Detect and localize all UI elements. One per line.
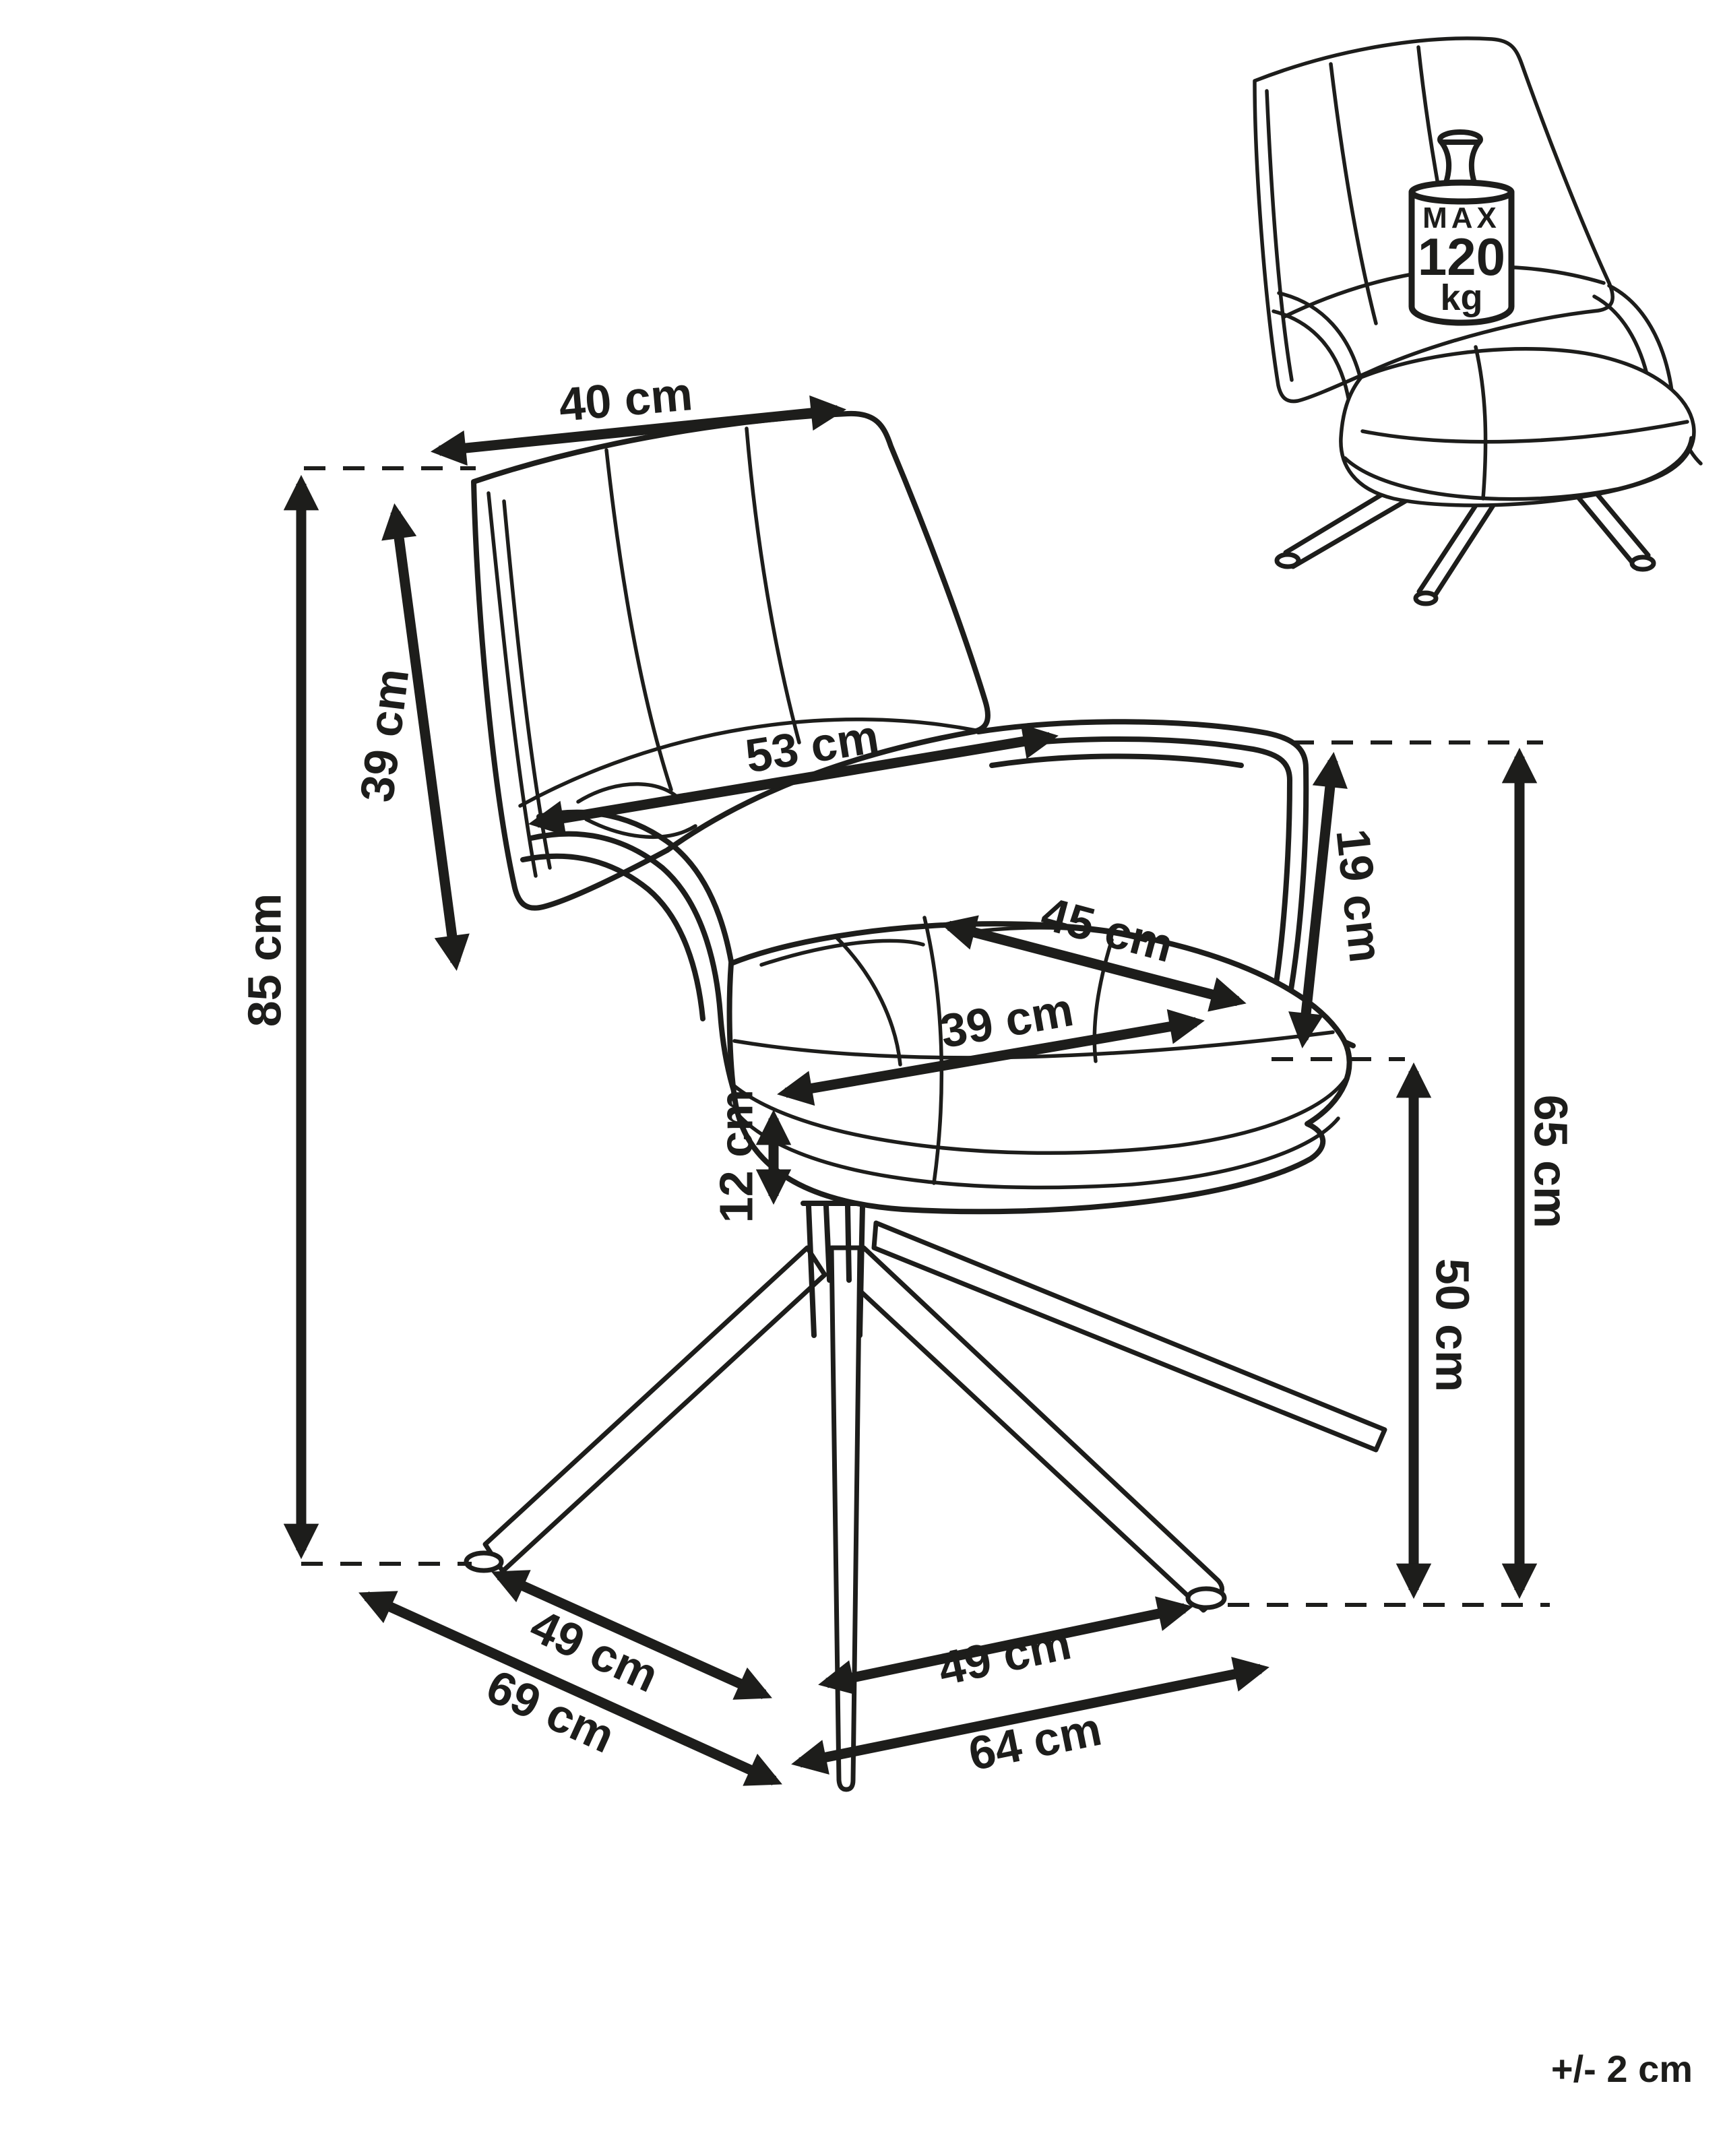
inset-front-foot bbox=[1413, 590, 1439, 606]
dimension-label: 65 cm bbox=[1525, 1095, 1577, 1228]
tolerance-note: +/- 2 cm bbox=[1551, 2048, 1693, 2090]
dimension-label: 39 cm bbox=[350, 666, 419, 805]
dimension-arrow bbox=[1288, 751, 1348, 1049]
weight-max-label: MAX bbox=[1422, 201, 1501, 234]
inset-seat-seams bbox=[1343, 345, 1693, 501]
chair-right-foot bbox=[1185, 1586, 1227, 1610]
inset-left-foot bbox=[1274, 552, 1301, 569]
dimension-label: 50 cm bbox=[1426, 1259, 1479, 1392]
weight-limit-icon: MAX 120 kg bbox=[1408, 129, 1515, 326]
dimension-arrow bbox=[358, 1591, 782, 1786]
dim-right-height-total: 65 cm bbox=[1501, 747, 1577, 1599]
dimension-label: 40 cm bbox=[557, 367, 695, 431]
projection-lines bbox=[301, 466, 1550, 1607]
chair-drawing-main bbox=[464, 410, 1387, 1792]
dimension-label: 12 cm bbox=[710, 1089, 762, 1223]
chair-back-leg bbox=[871, 1220, 1387, 1453]
chair-front-left-leg bbox=[482, 1245, 827, 1574]
dimension-annotations: 40 cm 39 cm 85 cm 53 cm 45 cm 39 cm 19 c… bbox=[238, 367, 1577, 1786]
dimension-arrow bbox=[430, 395, 847, 466]
chair-front-center-leg bbox=[829, 1245, 862, 1792]
weight-value-label: 120 bbox=[1418, 227, 1505, 286]
dimension-arrow bbox=[777, 1009, 1205, 1106]
dimension-arrow bbox=[791, 1657, 1269, 1775]
dim-armrest-span: 53 cm bbox=[528, 710, 1059, 836]
dimension-label: 49 cm bbox=[934, 1616, 1075, 1696]
dimension-label: 85 cm bbox=[238, 893, 290, 1027]
chair-seat bbox=[726, 921, 1352, 1215]
weight-unit-label: kg bbox=[1440, 278, 1482, 318]
dim-base-width-right: 49 cm bbox=[818, 1596, 1193, 1696]
dim-back-above-seat: 19 cm bbox=[1288, 751, 1393, 1049]
dimension-arrow bbox=[940, 915, 1247, 1012]
dim-seat-height: 50 cm bbox=[1395, 1062, 1479, 1599]
dim-total-height: 85 cm bbox=[238, 474, 319, 1560]
dimension-arrow bbox=[381, 503, 470, 972]
dim-backrest-height: 39 cm bbox=[350, 503, 470, 972]
dimension-arrow bbox=[528, 724, 1059, 836]
inset-right-foot bbox=[1629, 554, 1656, 572]
chair-swivel-column bbox=[801, 1201, 887, 1338]
dimension-label: 19 cm bbox=[1326, 827, 1392, 965]
dim-total-width: 64 cm bbox=[791, 1657, 1269, 1781]
chair-drawing-inset: MAX 120 kg bbox=[1253, 36, 1703, 606]
dim-back-top-width: 40 cm bbox=[430, 367, 847, 466]
dimension-label: 64 cm bbox=[964, 1703, 1106, 1781]
dim-seat-thickness: 12 cm bbox=[710, 1089, 792, 1223]
